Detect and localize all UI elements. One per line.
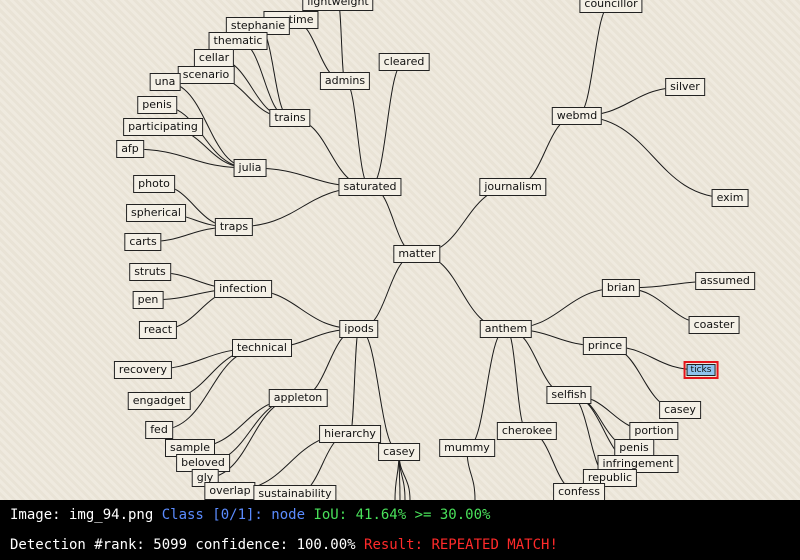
edge-saturated-trains [289, 117, 371, 188]
node-webmd[interactable]: webmd [551, 107, 603, 125]
node-traps[interactable]: traps [214, 218, 254, 236]
edge-journalism-webmd [512, 115, 578, 188]
node-engadget[interactable]: engadget [127, 392, 191, 410]
node-casey2[interactable]: casey [659, 401, 701, 419]
edge-webmd-exim [576, 115, 731, 199]
edge-saturated-cleared [369, 61, 405, 188]
edge-saturated-admins [344, 80, 371, 188]
node-technical[interactable]: technical [232, 339, 292, 357]
node-hierarchy[interactable]: hierarchy [319, 425, 381, 443]
node-lightweight[interactable]: lightweight [302, 0, 374, 11]
edge-matter-anthem [416, 253, 507, 330]
node-overlap[interactable]: overlap [204, 482, 256, 500]
status-segment: Detection #rank: 5099 confidence: 100.00… [10, 537, 365, 553]
edge-matter-journalism [416, 186, 514, 255]
status-line-detection: Detection #rank: 5099 confidence: 100.00… [10, 537, 558, 553]
node-mummy[interactable]: mummy [439, 439, 495, 457]
node-sustainability[interactable]: sustainability [253, 485, 337, 500]
node-trains[interactable]: trains [269, 109, 311, 127]
node-pen[interactable]: pen [132, 291, 164, 309]
node-portion[interactable]: portion [629, 422, 679, 440]
node-saturated[interactable]: saturated [338, 178, 402, 196]
node-silver[interactable]: silver [665, 78, 705, 96]
edge-technical-fed [158, 347, 263, 431]
edge-admins-lightweight [337, 1, 346, 82]
node-cleared[interactable]: cleared [378, 53, 430, 71]
node-ticks[interactable]: ticks [683, 361, 719, 379]
node-struts[interactable]: struts [129, 263, 171, 281]
node-carts[interactable]: carts [124, 233, 162, 251]
node-infringement[interactable]: infringement [597, 455, 679, 473]
node-councillor[interactable]: councillor [579, 0, 643, 13]
node-admins[interactable]: admins [319, 72, 371, 90]
node-anthem[interactable]: anthem [479, 320, 533, 338]
status-segment: IoU: 41.64% >= 30.00% [313, 507, 491, 523]
status-overlay: Image: img_94.png Class [0/1]: node IoU:… [0, 500, 800, 560]
node-matter[interactable]: matter [393, 245, 441, 263]
node-cellar[interactable]: cellar [193, 49, 235, 67]
node-react[interactable]: react [138, 321, 178, 339]
node-confess[interactable]: confess [553, 483, 605, 500]
node-julia[interactable]: julia [233, 159, 267, 177]
node-sample[interactable]: sample [165, 439, 215, 457]
node-prince[interactable]: prince [582, 337, 628, 355]
edge-webmd-councillor [576, 3, 612, 117]
node-photo[interactable]: photo [133, 175, 175, 193]
status-segment: Result: REPEATED MATCH! [364, 537, 558, 553]
node-afp[interactable]: afp [116, 140, 144, 158]
node-appleton[interactable]: appleton [268, 389, 328, 407]
node-selfish[interactable]: selfish [546, 386, 592, 404]
status-segment: Class [0/1]: node [161, 507, 314, 523]
node-republic[interactable]: republic [582, 469, 638, 487]
node-participating[interactable]: participating [123, 118, 203, 136]
node-journalism[interactable]: journalism [479, 178, 547, 196]
node-infection[interactable]: infection [214, 280, 272, 298]
node-penis2[interactable]: penis [614, 439, 654, 457]
edge-julia-afp [129, 148, 251, 169]
node-brian[interactable]: brian [601, 279, 641, 297]
status-segment: Image: img_94.png [10, 507, 162, 523]
node-scenario[interactable]: scenario [177, 66, 235, 84]
status-line-image-class: Image: img_94.png Class [0/1]: node IoU:… [10, 507, 490, 523]
node-cherokee[interactable]: cherokee [496, 422, 558, 440]
edge-matter-saturated [369, 186, 418, 255]
node-recovery[interactable]: recovery [113, 361, 173, 379]
node-thematic[interactable]: thematic [208, 32, 268, 50]
edge-ipods-hierarchy [349, 328, 360, 435]
node-una[interactable]: una [149, 73, 181, 91]
node-exim[interactable]: exim [711, 189, 749, 207]
node-stephanie[interactable]: stephanie [225, 17, 291, 35]
node-casey1[interactable]: casey [378, 443, 420, 461]
node-spherical[interactable]: spherical [126, 204, 186, 222]
node-assumed[interactable]: assumed [695, 272, 755, 290]
node-coaster[interactable]: coaster [688, 316, 740, 334]
node-fed[interactable]: fed [145, 421, 173, 439]
edge-anthem-cherokee [505, 328, 528, 432]
node-ipods[interactable]: ipods [339, 320, 379, 338]
edge-matter-ipods [358, 253, 418, 330]
node-penis1[interactable]: penis [137, 96, 177, 114]
